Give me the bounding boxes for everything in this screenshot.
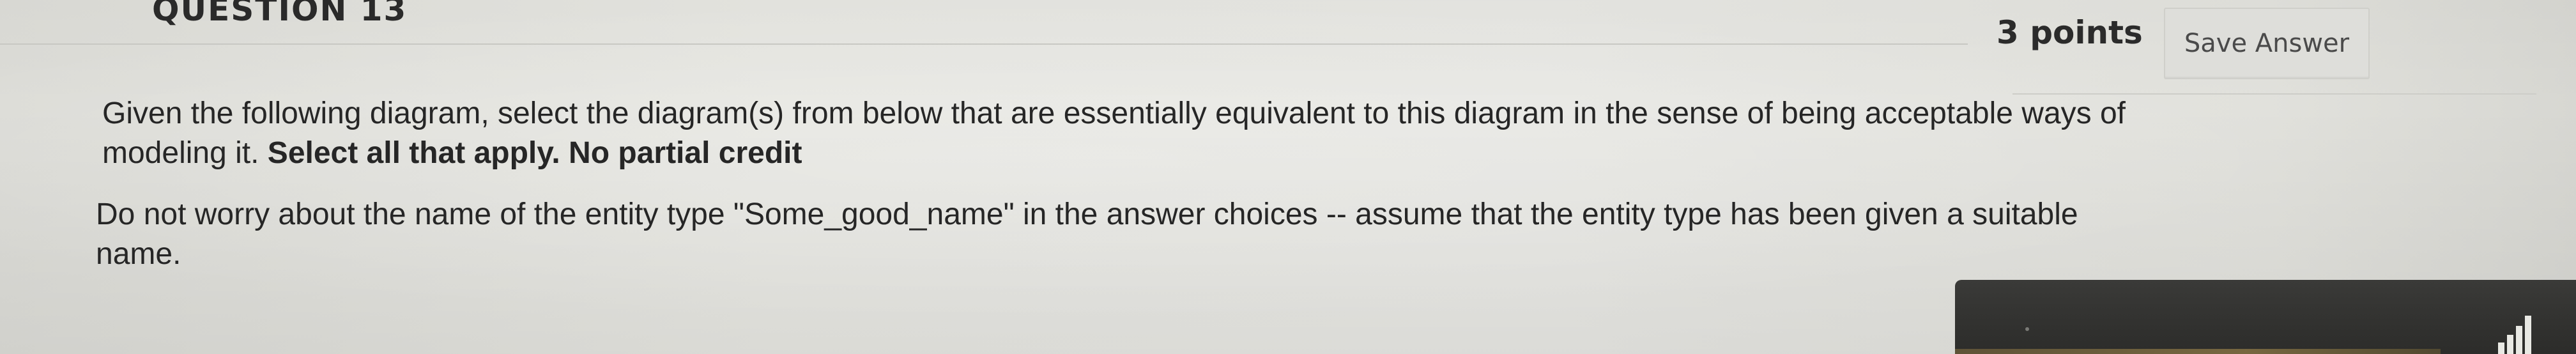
header-divider: [0, 43, 1968, 45]
save-answer-button[interactable]: Save Answer: [2164, 8, 2370, 79]
signal-bars-icon: [2498, 313, 2536, 354]
prompt-instruction-bold: Select all that apply. No partial credit: [267, 136, 802, 170]
note-line-1: Do not worry about the name of the entit…: [96, 197, 2078, 231]
dark-panel: [1955, 280, 2576, 354]
question-prompt: Given the following diagram, select the …: [102, 94, 2543, 173]
question-title: QUESTION 13: [152, 0, 408, 28]
prompt-line-2-text: modeling it.: [102, 136, 268, 170]
points-divider: [2012, 93, 2536, 95]
note-line-2: name.: [96, 237, 181, 271]
prompt-line-2: modeling it. Select all that apply. No p…: [102, 134, 2543, 173]
panel-edge: [1955, 349, 2441, 354]
question-note: Do not worry about the name of the entit…: [96, 195, 2524, 274]
prompt-line-1: Given the following diagram, select the …: [102, 96, 2126, 130]
points-label: 3 points: [1997, 14, 2143, 51]
panel-dot: [2025, 327, 2029, 331]
